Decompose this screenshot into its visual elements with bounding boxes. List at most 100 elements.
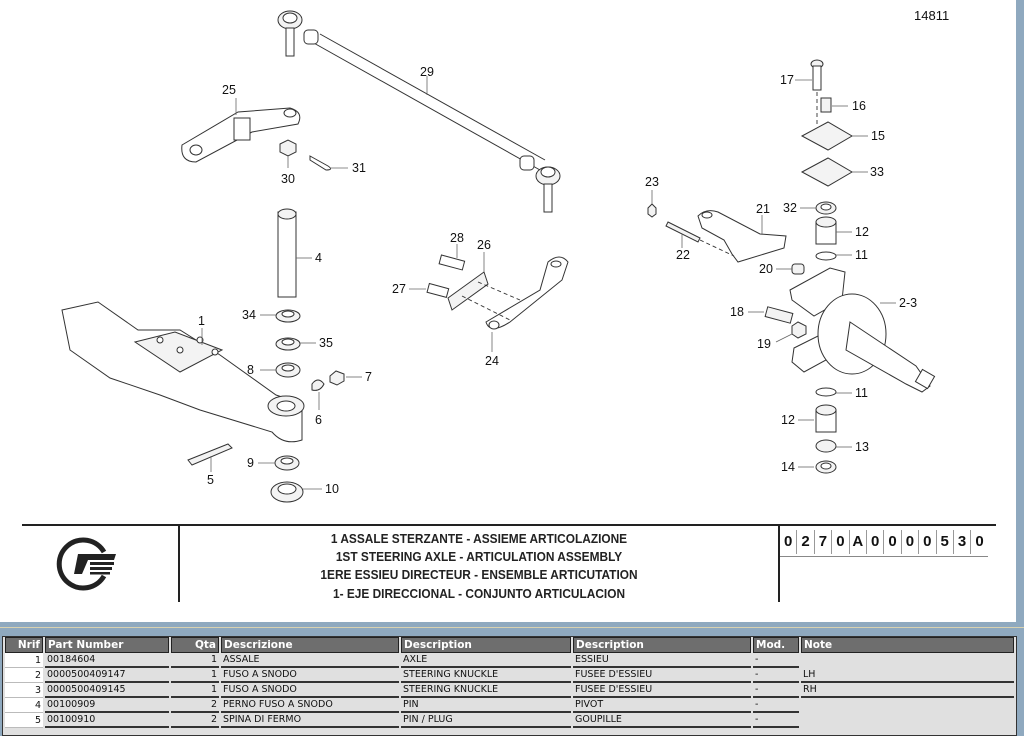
- col-header-note[interactable]: Note: [801, 637, 1014, 653]
- callout-12-upper[interactable]: 12: [855, 225, 869, 239]
- callout-22[interactable]: 22: [676, 248, 690, 262]
- part-washer-8[interactable]: [275, 362, 301, 378]
- callout-13[interactable]: 13: [855, 440, 869, 454]
- callout-24[interactable]: 24: [485, 354, 499, 368]
- part-steering-arm-25[interactable]: [181, 107, 301, 163]
- part-bracket-26[interactable]: [447, 271, 489, 311]
- part-arm-24[interactable]: [485, 256, 569, 330]
- col-header-part-number[interactable]: Part Number: [45, 637, 169, 653]
- title-line-fr: 1ERE ESSIEU DIRECTEUR - ENSEMBLE ARTICUT…: [320, 568, 638, 583]
- col-header-description-fr[interactable]: Description: [573, 637, 751, 653]
- table-row[interactable]: 3 0000500409145 1 FUSO A SNODO STEERING …: [5, 683, 1014, 698]
- cell-qta: 2: [171, 713, 219, 728]
- callout-27[interactable]: 27: [392, 282, 406, 296]
- part-nut-30[interactable]: [279, 139, 297, 157]
- part-stud-22[interactable]: [665, 221, 701, 243]
- table-row[interactable]: 4 00100909 2 PERNO FUSO A SNODO PIN PIVO…: [5, 698, 1014, 713]
- cell-mod: -: [753, 653, 799, 668]
- cell-mod: -: [753, 713, 799, 728]
- callout-33[interactable]: 33: [870, 165, 884, 179]
- part-cap-13[interactable]: [815, 439, 837, 453]
- frame-separator: [0, 627, 1024, 628]
- callout-21[interactable]: 21: [756, 202, 770, 216]
- callout-25[interactable]: 25: [222, 83, 236, 97]
- callout-11-lower[interactable]: 11: [855, 386, 868, 400]
- table-row[interactable]: 2 0000500409147 1 FUSO A SNODO STEERING …: [5, 668, 1014, 683]
- part-steering-knuckle-2-3[interactable]: [789, 267, 936, 393]
- part-bolt-27[interactable]: [426, 282, 450, 299]
- callout-30[interactable]: 30: [281, 172, 295, 186]
- callout-29[interactable]: 29: [420, 65, 434, 79]
- callout-12-lower[interactable]: 12: [781, 413, 795, 427]
- part-bolt-17[interactable]: [810, 59, 824, 91]
- callout-5[interactable]: 5: [207, 473, 214, 487]
- callout-32[interactable]: 32: [783, 201, 797, 215]
- part-washer-6[interactable]: [311, 379, 325, 391]
- exploded-parts-drawing: 29 25 30 31 4 1 34 35 8 7 6 5 9 10 28 26…: [0, 0, 1016, 622]
- part-nut-19[interactable]: [791, 321, 807, 339]
- cell-descrizione: FUSO A SNODO: [221, 668, 399, 683]
- logo-cell: [22, 526, 178, 602]
- callout-19[interactable]: 19: [757, 337, 771, 351]
- part-bushing-12-upper[interactable]: [815, 216, 837, 245]
- part-nut-7[interactable]: [329, 370, 345, 386]
- col-header-mod[interactable]: Mod.: [753, 637, 799, 653]
- cell-nrif: 5: [5, 713, 43, 728]
- part-pin-4[interactable]: [277, 208, 297, 298]
- part-washer-32[interactable]: [815, 201, 837, 215]
- callout-4[interactable]: 4: [315, 251, 322, 265]
- col-header-qta[interactable]: Qta: [171, 637, 219, 653]
- callout-16[interactable]: 16: [852, 99, 866, 113]
- callout-23[interactable]: 23: [645, 175, 659, 189]
- callout-14[interactable]: 14: [781, 460, 795, 474]
- part-bolt-28[interactable]: [438, 254, 466, 271]
- callout-2-3[interactable]: 2-3: [899, 296, 917, 310]
- part-grease-fitting-16[interactable]: [820, 97, 832, 113]
- part-bushing-12-lower[interactable]: [815, 404, 837, 433]
- callout-20[interactable]: 20: [759, 262, 773, 276]
- part-shim-11-lower[interactable]: [815, 387, 837, 397]
- cell-note: RH: [801, 683, 1014, 698]
- callout-7[interactable]: 7: [365, 370, 372, 384]
- part-cotter-pin-31[interactable]: [309, 155, 332, 171]
- callout-34[interactable]: 34: [242, 308, 256, 322]
- part-pin-5[interactable]: [187, 443, 233, 466]
- part-pin-20[interactable]: [791, 263, 805, 275]
- cell-part-number: 0000500409147: [45, 668, 169, 683]
- callout-17[interactable]: 17: [780, 73, 794, 87]
- part-plate-33[interactable]: [800, 157, 853, 187]
- part-washer-34[interactable]: [275, 309, 301, 323]
- callout-8[interactable]: 8: [247, 363, 254, 377]
- part-bolt-18[interactable]: [764, 306, 794, 324]
- callout-9[interactable]: 9: [247, 456, 254, 470]
- col-header-nrif[interactable]: Nrif: [5, 637, 43, 653]
- part-washer-35[interactable]: [275, 337, 301, 351]
- callout-1[interactable]: 1: [198, 314, 205, 328]
- cell-descrizione: PERNO FUSO A SNODO: [221, 698, 399, 713]
- callout-11-upper[interactable]: 11: [855, 248, 868, 262]
- part-seal-14[interactable]: [815, 460, 837, 474]
- part-nut-23[interactable]: [647, 203, 657, 218]
- part-axle-1[interactable]: [61, 301, 305, 443]
- callout-26[interactable]: 26: [477, 238, 491, 252]
- part-washer-9[interactable]: [274, 455, 300, 471]
- part-seal-10[interactable]: [270, 481, 304, 503]
- title-line-es: 1- EJE DIRECCIONAL - CONJUNTO ARTICULACI…: [332, 586, 626, 601]
- code-char: 5: [937, 530, 954, 554]
- callout-15[interactable]: 15: [871, 129, 885, 143]
- table-row[interactable]: 1 00184604 1 ASSALE AXLE ESSIEU -: [5, 653, 1014, 668]
- callout-10[interactable]: 10: [325, 482, 339, 496]
- col-header-descrizione[interactable]: Descrizione: [221, 637, 399, 653]
- part-plate-15[interactable]: [800, 121, 853, 151]
- callout-18[interactable]: 18: [730, 305, 744, 319]
- col-header-description-en[interactable]: Description: [401, 637, 571, 653]
- part-tie-rod[interactable]: [277, 10, 561, 213]
- callout-35[interactable]: 35: [319, 336, 333, 350]
- part-arm-21[interactable]: [697, 210, 787, 263]
- callout-31[interactable]: 31: [352, 161, 366, 175]
- callout-28[interactable]: 28: [450, 231, 464, 245]
- part-shim-11-upper[interactable]: [815, 251, 837, 261]
- cell-note: [801, 653, 1014, 668]
- table-row[interactable]: 5 00100910 2 SPINA DI FERMO PIN / PLUG G…: [5, 713, 1014, 728]
- callout-6[interactable]: 6: [315, 413, 322, 427]
